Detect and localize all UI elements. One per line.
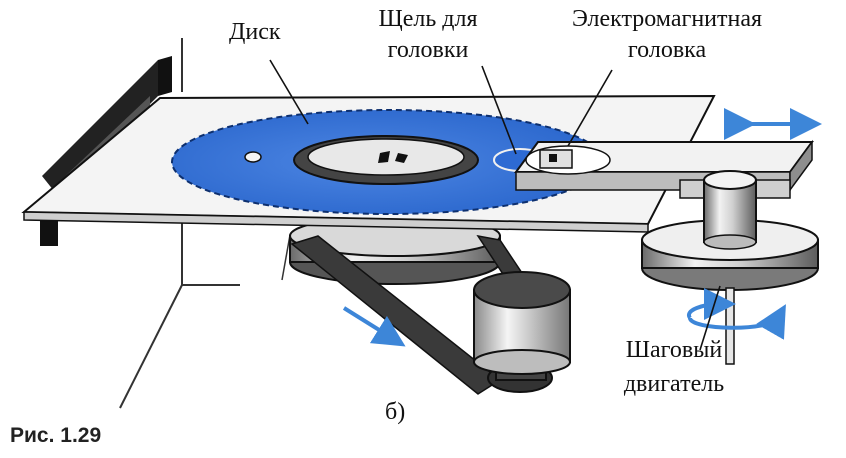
disk-leader-line (269, 59, 309, 125)
disk-hub (293, 135, 479, 185)
label-head-line1: Электромагнитная (571, 6, 763, 32)
label-disk: Диск (229, 19, 281, 45)
label-head-line2: головка (627, 37, 707, 63)
stepper-motor (641, 170, 819, 365)
motion-arrows (342, 108, 822, 347)
stepper-leader-line (699, 285, 721, 351)
label-motor-line1: Шаговый (625, 337, 723, 363)
label-slot-line2: головки (387, 37, 469, 63)
housing-frame (119, 38, 291, 409)
leader-lines (269, 59, 721, 351)
label-motor-line2: двигатель (623, 371, 725, 397)
main-motor (473, 271, 571, 393)
head-leader-line (567, 69, 613, 147)
belt-motion-arrow (342, 306, 406, 347)
slot-leader-line (481, 65, 517, 155)
label-slot-line1: Щель для (378, 6, 478, 32)
figure-caption: Рис. 1.29 (10, 424, 102, 447)
stepper-rotation-arrow (688, 304, 786, 340)
label-subfigure: б) (385, 399, 406, 425)
